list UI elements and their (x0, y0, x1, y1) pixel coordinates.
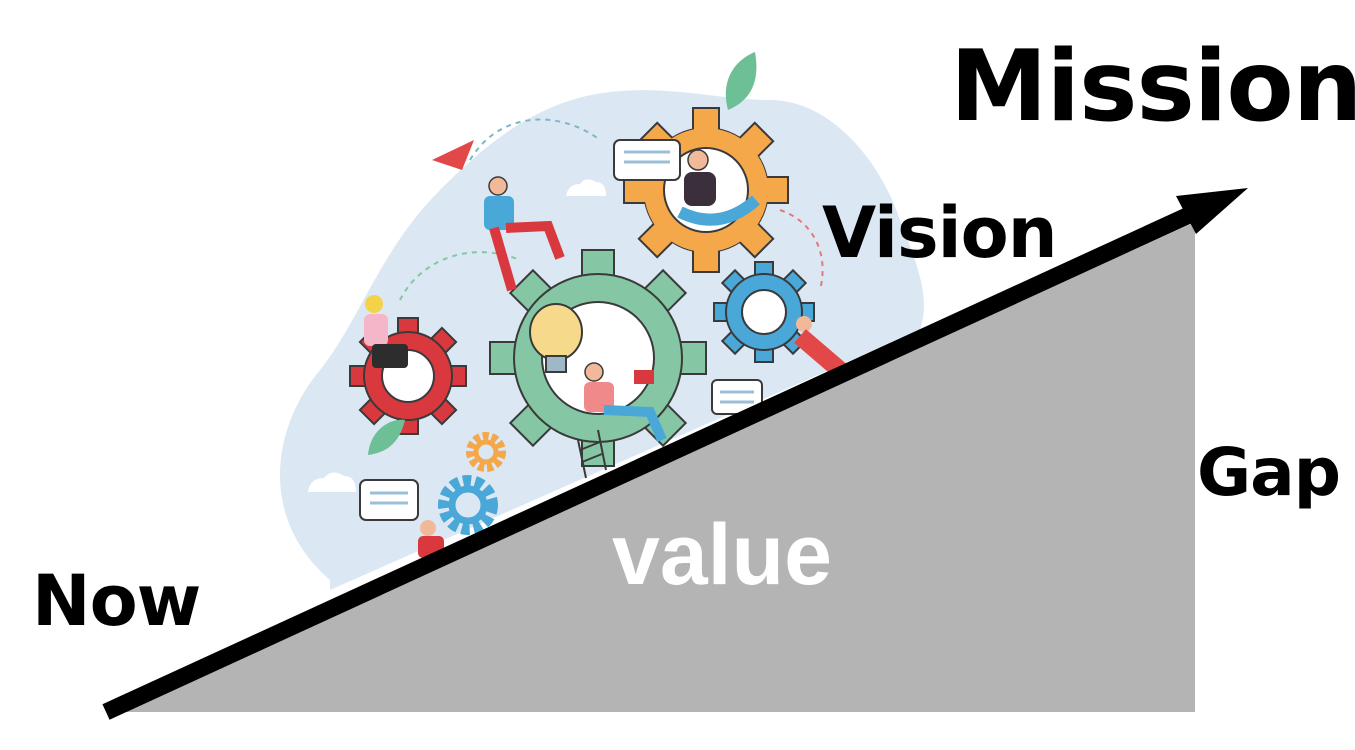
person-icon (677, 149, 760, 226)
gap-label: Gap (1197, 434, 1341, 511)
gear-icon (438, 475, 498, 535)
dashed-path (469, 118, 601, 161)
progress-arrow-shaft (102, 202, 1204, 720)
chat-bubble-icon (613, 139, 681, 181)
now-label: Now (32, 560, 201, 642)
ladder-icon (577, 429, 607, 479)
person-icon (794, 316, 848, 379)
cloud-icon (566, 179, 606, 196)
person-icon (584, 362, 667, 442)
leaf-icon (725, 52, 757, 110)
cloud-icon (308, 472, 356, 492)
gear-icon (466, 432, 506, 472)
value-label: value (612, 507, 832, 603)
person-icon (364, 295, 408, 368)
vision-label: Vision (822, 192, 1058, 274)
gear-icon (349, 317, 467, 435)
gear-icon (489, 249, 707, 467)
mission-label: Mission (950, 30, 1355, 144)
lightbulb-icon (529, 303, 583, 373)
person-icon (484, 176, 565, 292)
leaf-icon (368, 419, 405, 455)
gear-icon (713, 261, 815, 363)
paper-plane-icon (432, 140, 474, 170)
chat-bubble-icon (359, 479, 419, 521)
progress-arrow-head (1176, 188, 1248, 234)
